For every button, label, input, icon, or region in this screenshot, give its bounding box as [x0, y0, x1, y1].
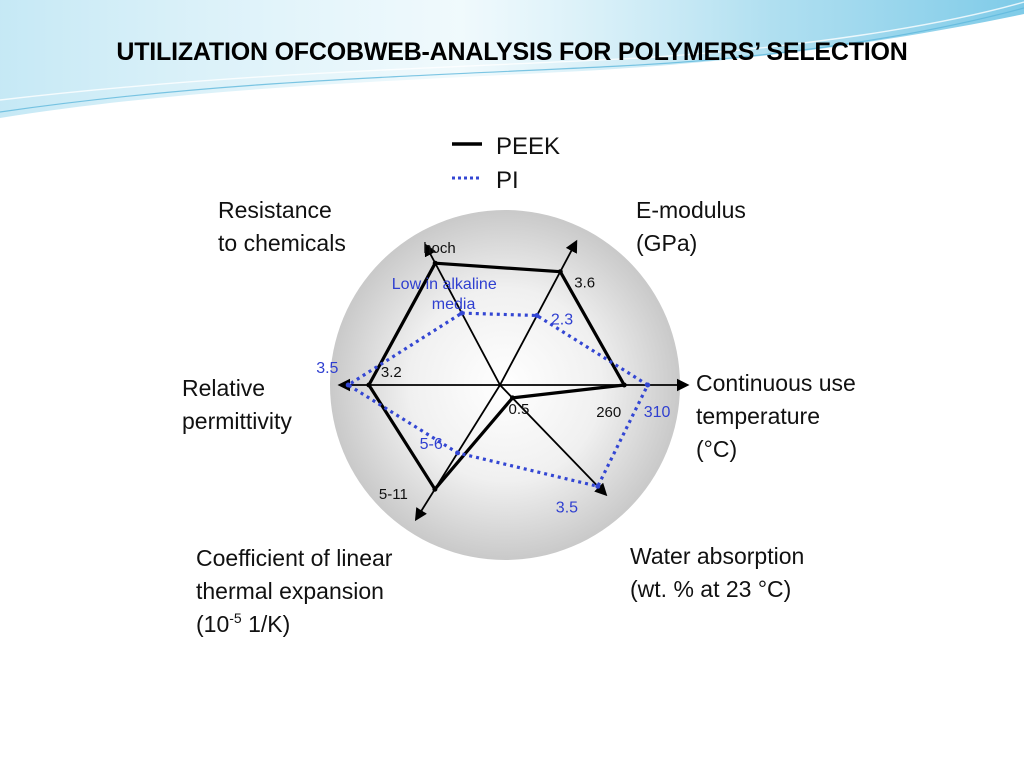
value-label-pi-temperature: 310	[644, 404, 671, 421]
value-label-peek-resistance: hoch	[423, 240, 456, 257]
header-swoosh-line	[0, 7, 1024, 113]
series-point-pi-emodulus	[534, 313, 540, 318]
legend-label-peek: PEEK	[496, 133, 560, 160]
series-point-peek-permittivity	[366, 382, 372, 388]
series-point-peek-emodulus	[557, 269, 563, 275]
series-point-peek-temperature	[621, 382, 627, 388]
legend-label-pi: PI	[496, 167, 519, 194]
series-layer	[345, 260, 651, 492]
value-label-peek-temperature: 260	[596, 404, 621, 421]
value-label-pi-emodulus: 2.3	[551, 312, 573, 329]
axis-label-water: Water absorption(wt. % at 23 °C)	[630, 543, 804, 602]
axis-label-emodulus: E-modulus(GPa)	[636, 197, 746, 256]
header-swoosh	[0, 0, 1024, 118]
series-point-pi-permittivity	[345, 382, 351, 388]
series-point-peek-resistance	[432, 260, 438, 266]
value-label-peek-permittivity: 3.2	[381, 364, 402, 381]
series-point-pi-temperature	[645, 382, 651, 388]
series-point-pi-water	[595, 483, 601, 489]
value-label-peek-emodulus: 3.6	[574, 275, 595, 292]
legend: PEEK PI	[452, 133, 560, 194]
header-swoosh-line-2	[0, 1, 1024, 101]
series-point-peek-cte	[432, 486, 438, 492]
value-label-peek-cte: 5-11	[379, 486, 408, 503]
series-point-pi-cte	[455, 450, 461, 456]
value-label-pi-water: 3.5	[556, 499, 578, 516]
series-point-peek-water	[510, 395, 515, 401]
value-label-pi-cte: 5-6	[420, 436, 443, 453]
value-label-pi-permittivity: 3.5	[316, 360, 338, 377]
value-label-peek-water: 0.5	[509, 401, 530, 418]
axis-water	[499, 384, 608, 497]
slide-title: UTILIZATION OFCOBWEB-ANALYSIS FOR POLYME…	[116, 38, 908, 66]
series-point-pi-resistance	[459, 310, 465, 316]
